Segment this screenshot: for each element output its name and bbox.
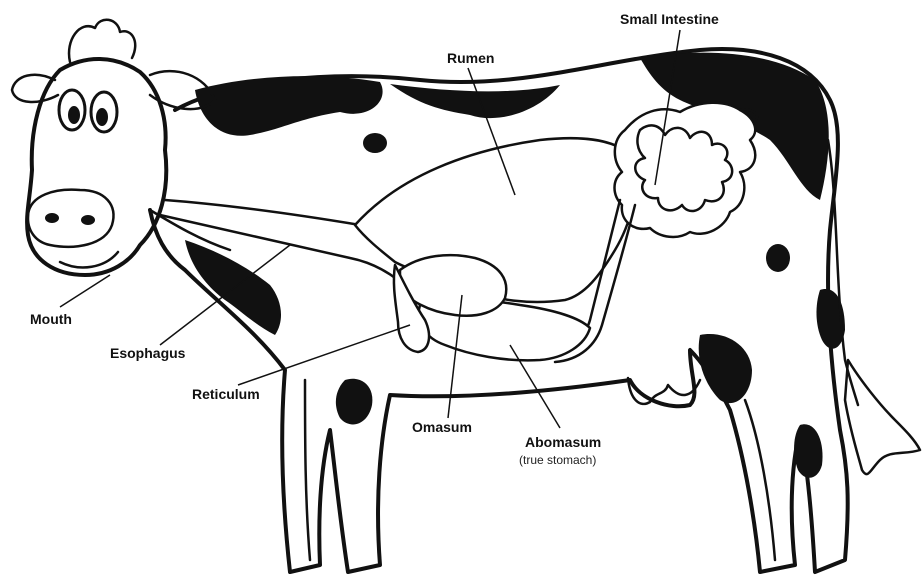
cow-spot-hip [766,244,790,272]
cow-pupil-right [96,108,108,126]
label-abomasum-note: (true stomach) [519,453,596,467]
label-omasum: Omasum [412,419,472,435]
cow-rear-leg-line [745,400,775,560]
cow-nostril-left [45,213,59,223]
label-rumen: Rumen [447,50,494,66]
cow-nostril-right [81,215,95,225]
cow-head-outline [27,59,166,275]
cow-tail-tuft [845,360,920,474]
leader-reticulum [238,325,410,385]
label-esophagus: Esophagus [110,345,186,361]
cow-spot-front-leg [336,379,373,425]
cow-spot-belly-rear [699,334,752,403]
label-reticulum: Reticulum [192,386,260,402]
cow-forelock [69,20,135,62]
cow-pupil-left [68,106,80,124]
cow-ear-left [12,75,58,102]
cow-spot-rear-leg [794,424,822,478]
cow-spot-back-2 [390,84,560,118]
cow-spot-back [195,76,383,136]
cow-spot-chest [185,240,281,335]
cow-spot-small [363,133,387,153]
cow-front-leg-line [305,380,310,560]
label-small-intestine: Small Intestine [620,11,719,27]
label-mouth: Mouth [30,311,72,327]
cow-mouth [60,252,118,267]
label-abomasum: Abomasum [525,434,601,450]
cow-snout [28,190,114,247]
leader-mouth [60,275,110,307]
